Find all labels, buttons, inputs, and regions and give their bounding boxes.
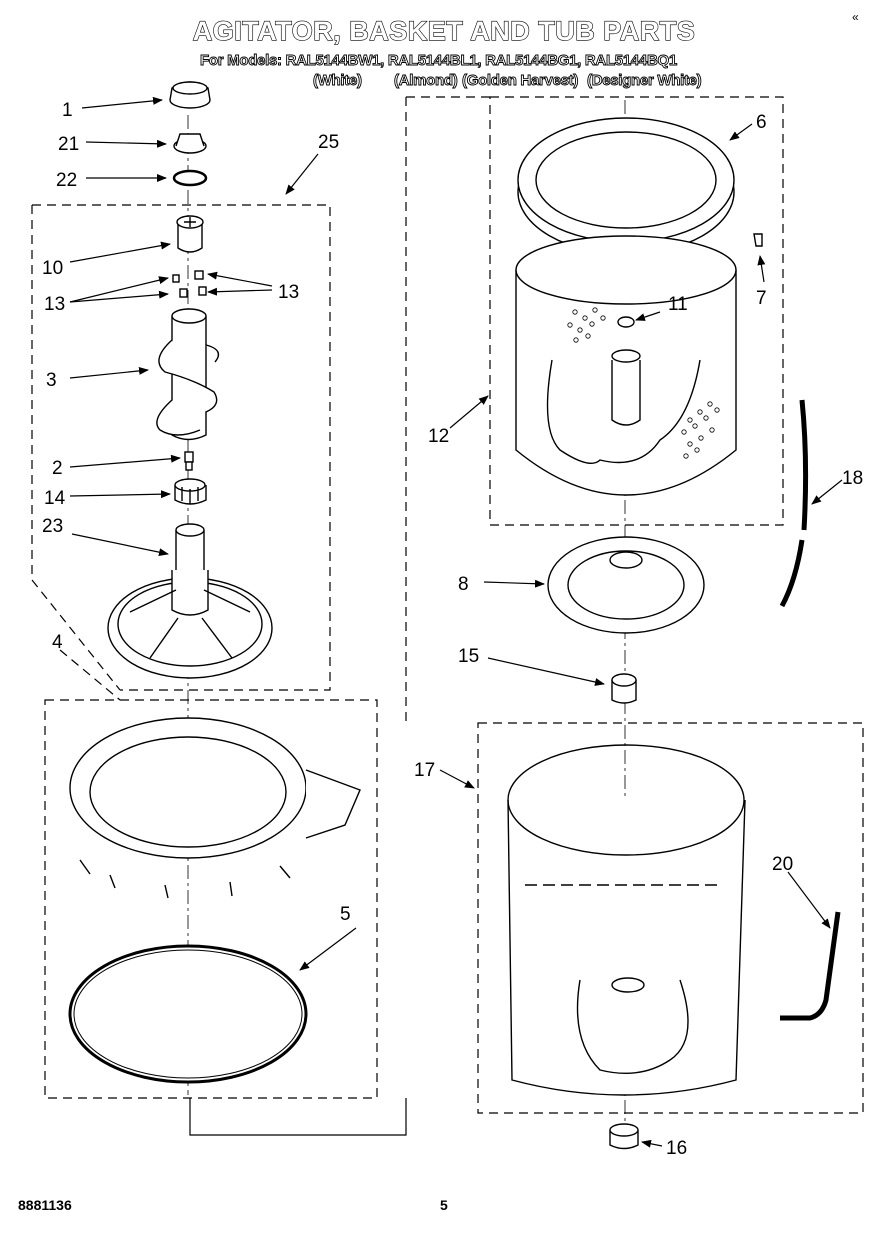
callout-labels: 1 21 22 25 10 13 13 3 2 14 23 4 5 6 7 11…: [42, 100, 863, 1159]
callout-20: 20: [772, 854, 793, 875]
callout-8: 8: [458, 574, 469, 595]
tub-hose-part: [780, 911, 841, 1021]
tub-ring-part: [69, 717, 361, 899]
variant-golden-harvest: (Golden Harvest): [462, 72, 579, 90]
callout-16: 16: [666, 1138, 687, 1159]
spin-basket-part: [515, 235, 737, 496]
callout-18: 18: [842, 468, 863, 489]
callout-21: 21: [58, 134, 79, 155]
callout-3: 3: [46, 370, 57, 391]
callout-23: 23: [42, 516, 63, 537]
bolt-part: [184, 451, 194, 471]
o-ring-part: [172, 169, 208, 187]
callout-10: 10: [42, 258, 63, 279]
variant-designer-white: (Designer White): [587, 72, 703, 90]
callout-13-left: 13: [44, 294, 65, 315]
callout-15: 15: [458, 646, 479, 667]
agitator-dogs-part: [172, 270, 207, 298]
callout-22: 22: [56, 170, 77, 191]
callout-6: 6: [756, 112, 767, 133]
drain-hose-part: [779, 399, 809, 608]
models-line: For Models: RAL5144BW1, RAL5144BL1, RAL5…: [200, 52, 678, 70]
group-box-agitator-assembly: [31, 204, 331, 691]
callout-17: 17: [414, 760, 435, 781]
footer-code: 8881136: [18, 1197, 72, 1213]
cam-part: [176, 215, 204, 253]
tub-gasket-part: [68, 944, 308, 1084]
callout-4: 4: [52, 632, 63, 653]
drive-nut-part: [609, 1123, 639, 1150]
callout-leaders: [69, 96, 843, 1148]
auger-part: [156, 308, 220, 441]
footer-page-number: 5: [440, 1197, 448, 1213]
cap-insert-part: [173, 133, 207, 154]
clip-part: [753, 233, 763, 247]
callout-1: 1: [62, 100, 73, 121]
callout-11: 11: [668, 294, 688, 315]
group-box-outer-tub: [477, 722, 864, 1114]
agitator-cap-part: [169, 81, 211, 109]
callout-14: 14: [44, 488, 66, 509]
diagram-title: AGITATOR, BASKET AND TUB PARTS: [192, 15, 696, 46]
corner-mark: «: [852, 10, 859, 24]
callout-12: 12: [428, 426, 449, 447]
link-line-bottom: [189, 1098, 407, 1136]
callout-13-right: 13: [278, 282, 299, 303]
dashed-leader-4: [59, 649, 121, 701]
variant-almond: (Almond): [394, 72, 459, 90]
agitator-base-part: [107, 523, 273, 679]
brake-disc-part: [547, 536, 705, 634]
bearing-part: [611, 673, 637, 704]
callout-7: 7: [756, 288, 767, 309]
callout-2: 2: [52, 458, 63, 479]
outer-tub-part: [507, 744, 746, 1096]
balance-ring-part: [517, 117, 735, 255]
coupling-part: [174, 478, 207, 505]
callout-5: 5: [340, 904, 351, 925]
callout-25: 25: [318, 132, 339, 153]
basket-perforations: [567, 307, 720, 459]
group-box-tub-ring: [44, 699, 378, 1099]
variant-white: (White): [313, 72, 363, 90]
